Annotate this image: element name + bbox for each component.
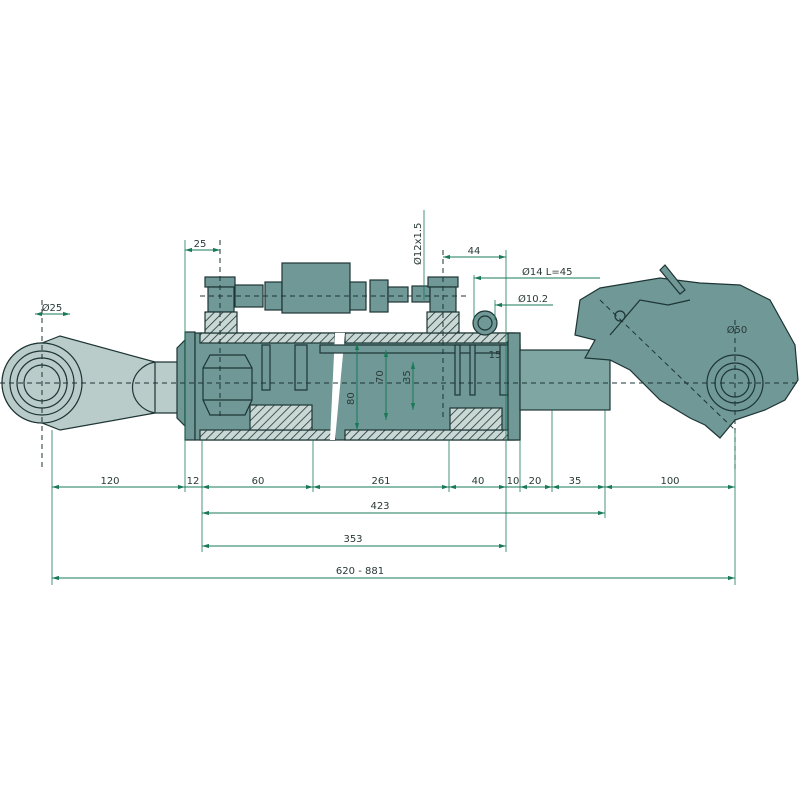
dim-353-label: 353 bbox=[343, 534, 362, 545]
dim-label: 10 bbox=[507, 476, 520, 487]
dim-label: 12 bbox=[187, 476, 200, 487]
ring-label: Ø10.2 bbox=[518, 293, 548, 305]
extension-lines bbox=[51, 210, 736, 585]
cylinder bbox=[184, 331, 521, 441]
ring-offset-label: 15 bbox=[489, 350, 502, 361]
dimensions bbox=[35, 247, 735, 581]
pin-label: Ø14 L=45 bbox=[522, 266, 572, 278]
dim-total-label: 620 - 881 bbox=[336, 566, 384, 577]
port-spacing-label: 44 bbox=[468, 246, 481, 257]
hook-diameter-label: Ø50 bbox=[727, 324, 748, 336]
dim-423-label: 423 bbox=[370, 501, 389, 512]
valve-block bbox=[200, 262, 498, 336]
bore-outer-label: 80 bbox=[346, 392, 357, 405]
dim-label: 100 bbox=[660, 476, 679, 487]
eye-diameter-label: Ø25 bbox=[42, 302, 63, 314]
dim-label: 20 bbox=[529, 476, 542, 487]
bore-inner-label: 70 bbox=[375, 370, 386, 383]
dimension-labels: 120 12 60 261 40 10 20 35 100 423 353 62… bbox=[42, 223, 748, 577]
dim-label: 261 bbox=[371, 476, 390, 487]
piston-rod-hook bbox=[519, 264, 799, 439]
dim-label: 120 bbox=[100, 476, 119, 487]
dim-label: 35 bbox=[569, 476, 582, 487]
dim-label: 60 bbox=[252, 476, 265, 487]
thread-label: Ø12x1.5 bbox=[412, 223, 424, 265]
dim-label: 40 bbox=[472, 476, 485, 487]
fitting-offset-label: 25 bbox=[194, 239, 207, 250]
rod-diameter-label: 35 bbox=[402, 370, 413, 383]
